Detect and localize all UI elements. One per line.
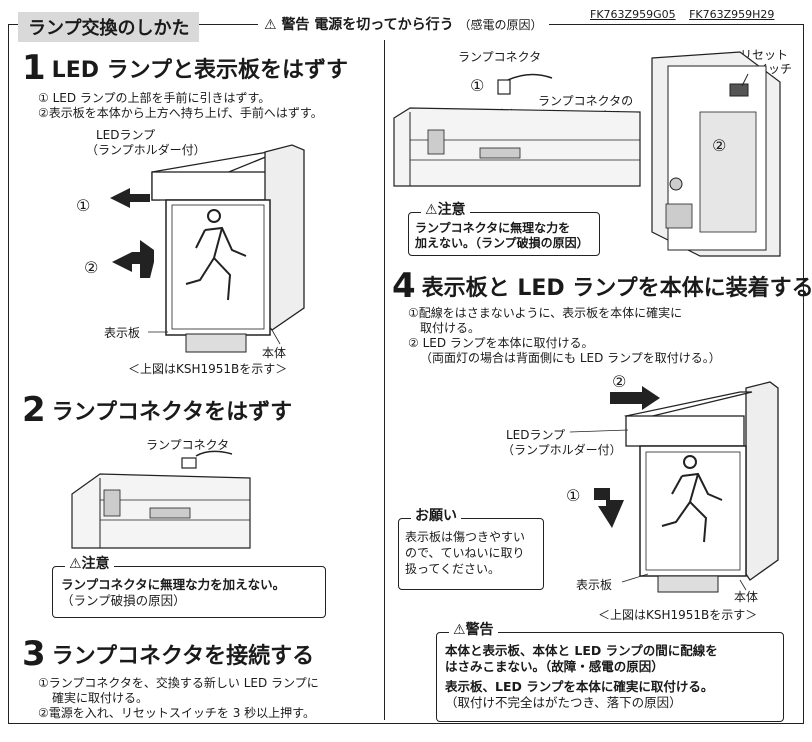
step4-arrow-1-icon [594, 488, 624, 528]
right-mark2: ② [712, 136, 727, 155]
step1-line2: ②表示板を本体から上方へ持ち上げ、手前へはずす。 [38, 106, 323, 120]
caution1-header: ⚠注意 [65, 556, 114, 572]
request-line2: ので、ていねいに取り [405, 546, 525, 560]
step4-arrow-2-icon [610, 386, 660, 410]
step3-line2: 確実に取付ける。 [52, 691, 149, 705]
header-warning-text: 電源を切ってから行う [314, 17, 454, 33]
step1-panel-label: 表示板 [104, 326, 141, 340]
warning-triangle-icon: ⚠ [453, 622, 466, 638]
caution1-line1: ランプコネクタに無理な力を加えない。 [61, 577, 286, 592]
step1-number: 1 [22, 48, 46, 88]
warning2-line4: （取付け不完全はがたつき、落下の原因） [445, 695, 682, 710]
caution-box-2: ⚠注意 ランプコネクタに無理な力を 加えない。（ランプ破損の原因） [408, 202, 600, 256]
caution2-line2: 加えない。（ランプ破損の原因） [415, 236, 589, 250]
warning2-line2: はさみこまない。（故障・感電の原因） [445, 659, 664, 674]
step1-line1: ① LED ランプの上部を手前に引きはずす。 [38, 91, 271, 105]
step4-lamp-label1: LEDランプ [506, 428, 566, 442]
step4-number: 4 [392, 266, 416, 306]
caution-triangle-icon: ⚠ [425, 202, 438, 218]
step4-body-label: 本体 [734, 590, 759, 604]
step1-illustration [110, 144, 305, 353]
right-note1: ランプコネクタの [538, 94, 634, 108]
product-code-2: FK763Z959H29 [689, 8, 775, 21]
request-box: お願い 表示板は傷つきやすい ので、ていねいに取り 扱ってください。 [398, 508, 544, 590]
step4-mark1: ① [566, 486, 581, 505]
product-code-1: FK763Z959G05 [590, 8, 676, 21]
step1-mark1: ① [76, 196, 91, 215]
header-warning: ⚠ 警告 電源を切ってから行う （感電の原因） [258, 14, 549, 34]
reset-switch-label1: リセット [740, 48, 789, 62]
caution1-line2: （ランプ破損の原因） [61, 593, 186, 608]
right-connector-label: ランプコネクタ [458, 50, 542, 64]
step4-panel-label: 表示板 [576, 578, 613, 592]
step1-lamp-label1: LEDランプ [96, 128, 156, 142]
warning2-label: 警告 [465, 622, 494, 638]
request-label: お願い [411, 508, 461, 524]
step2-illustration [71, 450, 251, 549]
step4-caption: ＜上図はKSH1951Bを示す＞ [598, 608, 758, 622]
step1-body-label: 本体 [262, 346, 287, 360]
right-mark1: ① [470, 76, 485, 95]
column-divider [384, 40, 385, 720]
product-codes: FK763Z959G05 FK763Z959H29 [580, 8, 775, 21]
step1-title: LED ランプと表示板をはずす [51, 58, 348, 83]
step1-lamp-label2: （ランプホルダー付） [86, 143, 206, 157]
step2-title: ランプコネクタをはずす [51, 400, 293, 425]
step3-title: ランプコネクタを接続する [51, 644, 315, 669]
step1-caption: ＜上図はKSH1951Bを示す＞ [128, 362, 288, 376]
step4-mark2: ② [612, 372, 627, 391]
warning-box: ⚠警告 本体と表示板、本体と LED ランプの間に配線を はさみこまない。（故障… [436, 622, 784, 722]
step3-line1: ①ランプコネクタを、交換する新しい LED ランプに [38, 676, 319, 690]
warning2-line3: 表示板、LED ランプを本体に確実に取付ける。 [445, 679, 714, 694]
warning2-header: ⚠警告 [449, 622, 498, 638]
caution-box-1: ⚠注意 ランプコネクタに無理な力を加えない。 （ランプ破損の原因） [52, 556, 326, 618]
warning-triangle-icon: ⚠ [264, 17, 277, 33]
step1-arrow-1-icon [110, 188, 150, 208]
header-warning-note: （感電の原因） [458, 18, 543, 32]
caution1-label: 注意 [81, 556, 110, 572]
step2-number: 2 [22, 390, 46, 430]
caution2-header: ⚠注意 [421, 202, 470, 218]
step4-line1: ①配線をはさまないように、表示板を本体に確実に [408, 306, 683, 320]
step1-arrow-2-icon [112, 240, 154, 278]
step4-lamp-label2: （ランプホルダー付） [502, 443, 622, 457]
step3-number: 3 [22, 634, 46, 674]
step2-connector-label: ランプコネクタ [146, 438, 230, 452]
page-title: ランプ交換のしかた [18, 12, 200, 42]
step4-title: 表示板と LED ランプを本体に装着する [421, 276, 812, 301]
step4-line3: ② LED ランプを本体に取付ける。 [408, 336, 594, 350]
caution2-label: 注意 [437, 202, 466, 218]
step1-mark2: ② [84, 258, 99, 277]
caution-triangle-icon: ⚠ [69, 556, 82, 572]
request-line3: 扱ってください。 [405, 562, 501, 576]
caution2-line1: ランプコネクタに無理な力を [415, 221, 571, 235]
header-warning-label: 警告 [281, 17, 310, 33]
step4-line2: 取付ける。 [420, 321, 481, 335]
request-line1: 表示板は傷つきやすい [405, 530, 526, 544]
step4-line4: （両面灯の場合は背面側にも LED ランプを取付ける。） [420, 351, 721, 365]
warning2-line1: 本体と表示板、本体と LED ランプの間に配線を [445, 643, 718, 658]
step3-line3: ②電源を入れ、リセットスイッチを 3 秒以上押す。 [38, 706, 315, 720]
